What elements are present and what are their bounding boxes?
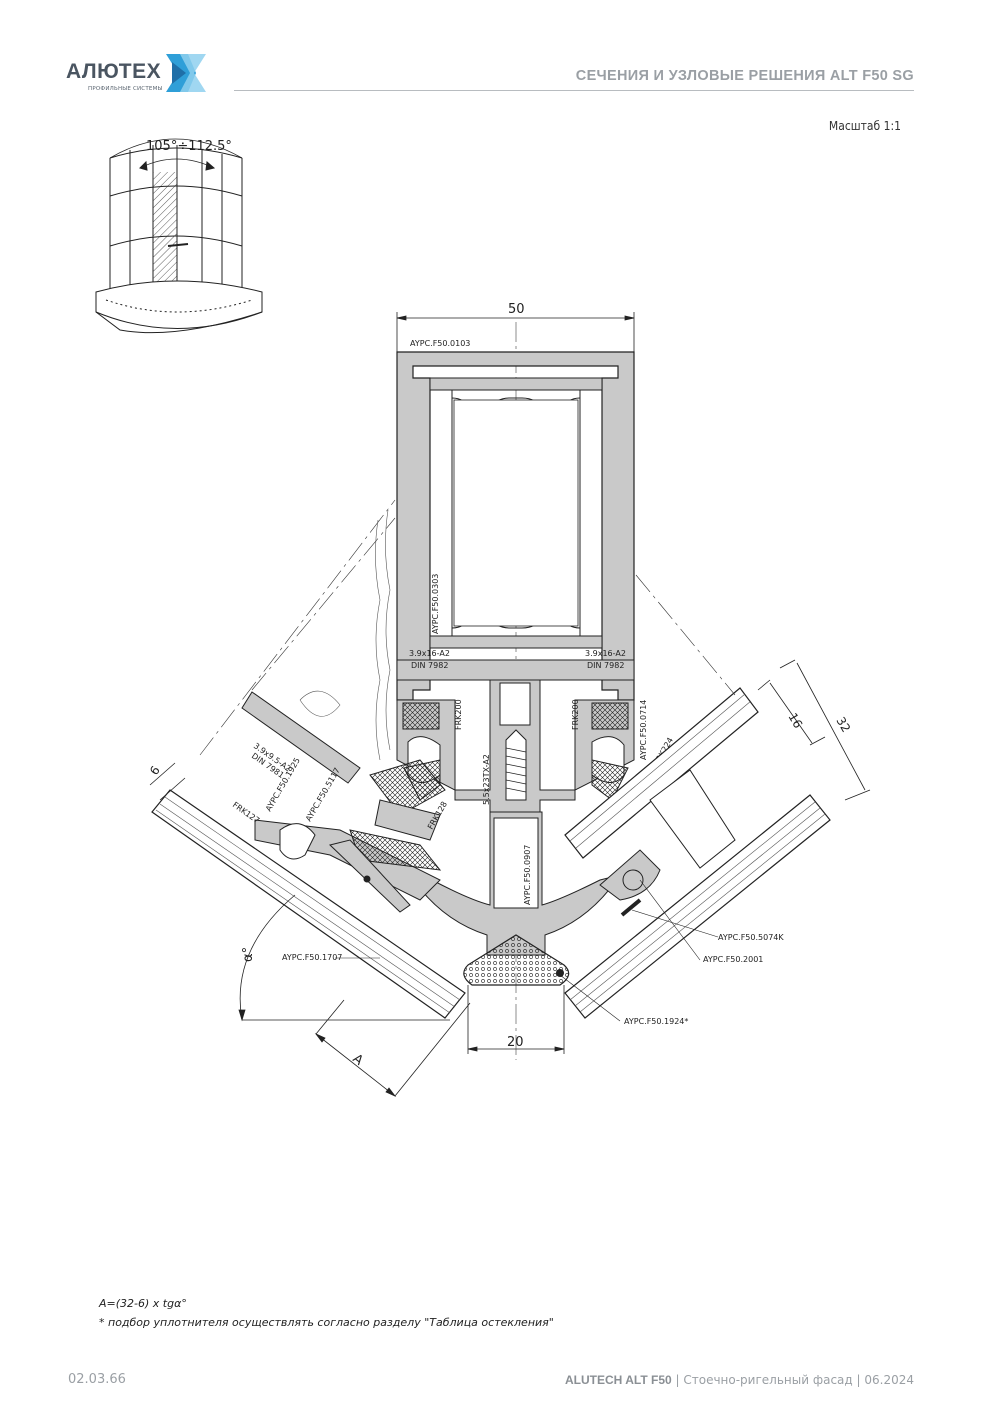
- center-assembly: [408, 729, 622, 986]
- dim-50-label: 50: [508, 302, 525, 317]
- mullion-profile: [396, 351, 635, 701]
- logo-text: АЛЮТЕХ: [66, 60, 162, 83]
- logo-mark-icon: [166, 54, 206, 92]
- label-right-1: AYPC.F50.5074K: [718, 933, 784, 942]
- dim-16-label: 16: [785, 711, 805, 731]
- right-glass-pane: [564, 687, 831, 1019]
- footer-description: | Стоечно-ригельный фасад | 06.2024: [671, 1373, 915, 1387]
- label-din-right: DIN 7982: [587, 661, 624, 670]
- label-bottom-seal: AYPC.F50.1924*: [624, 1017, 688, 1026]
- leader-lines: [335, 879, 719, 1022]
- label-right-2: AYPC.F50.2001: [703, 955, 763, 964]
- logo: АЛЮТЕХ ПРОФИЛЬНЫЕ СИСТЕМЫ: [66, 52, 216, 98]
- dim-A-label: A: [350, 1051, 366, 1068]
- left-glass-pane: [151, 691, 466, 1019]
- label-center-profile: AYPC.F50.0907: [523, 845, 532, 905]
- dim-32-label: 32: [833, 715, 853, 735]
- angle-range-label: 105°÷112.5°: [146, 139, 232, 154]
- dimension-16-32: [757, 659, 871, 801]
- footer-info: ALUTECH ALT F50 | Стоечно-ригельный фаса…: [565, 1373, 914, 1387]
- label-screw-right: 3.9x16-A2: [585, 649, 626, 658]
- formula-note: A=(32-6) x tgα°: [99, 1297, 187, 1310]
- label-left-bottom: AYPC.F50.1707: [282, 953, 342, 962]
- label-screw-left: 3.9x16-A2: [409, 649, 450, 658]
- alpha-angle: [238, 894, 450, 1022]
- facade-thumbnail: [95, 138, 263, 334]
- footer-brand: ALUTECH ALT F50: [565, 1373, 672, 1387]
- construction-lines: [199, 499, 736, 756]
- dimension-50: [396, 312, 635, 352]
- dimension-6: [149, 762, 186, 801]
- label-screw-center: 5.5x23TX-A2: [482, 754, 491, 805]
- logo-subtitle: ПРОФИЛЬНЫЕ СИСТЕМЫ: [88, 86, 163, 92]
- label-mullion-top: AYPC.F50.0103: [410, 339, 470, 348]
- scale-label: Масштаб 1:1: [828, 119, 901, 133]
- label-mullion-inner: AYPC.F50.0303: [431, 574, 440, 634]
- page-code: 02.03.66: [68, 1372, 126, 1387]
- label-frk200-left: FRK200: [454, 699, 463, 730]
- label-right-profile: AYPC.F50.0714: [639, 700, 648, 760]
- label-frk127: FRK127: [231, 800, 261, 825]
- dim-20-label: 20: [507, 1035, 524, 1050]
- dimension-A: [314, 999, 471, 1097]
- page-title: СЕЧЕНИЯ И УЗЛОВЫЕ РЕШЕНИЯ ALT F50 SG: [575, 68, 914, 84]
- remark-note: * подбор уплотнителя осуществлять соглас…: [99, 1316, 554, 1329]
- insulation-wave: [299, 509, 391, 761]
- label-frk200-right: FRK200: [571, 699, 580, 730]
- label-din-left: DIN 7982: [411, 661, 448, 670]
- alpha-label: α°: [241, 947, 256, 962]
- dimension-20: [467, 985, 565, 1054]
- header-divider: [234, 90, 914, 91]
- label-left-profile2: AYPC.F50.5117: [304, 766, 342, 823]
